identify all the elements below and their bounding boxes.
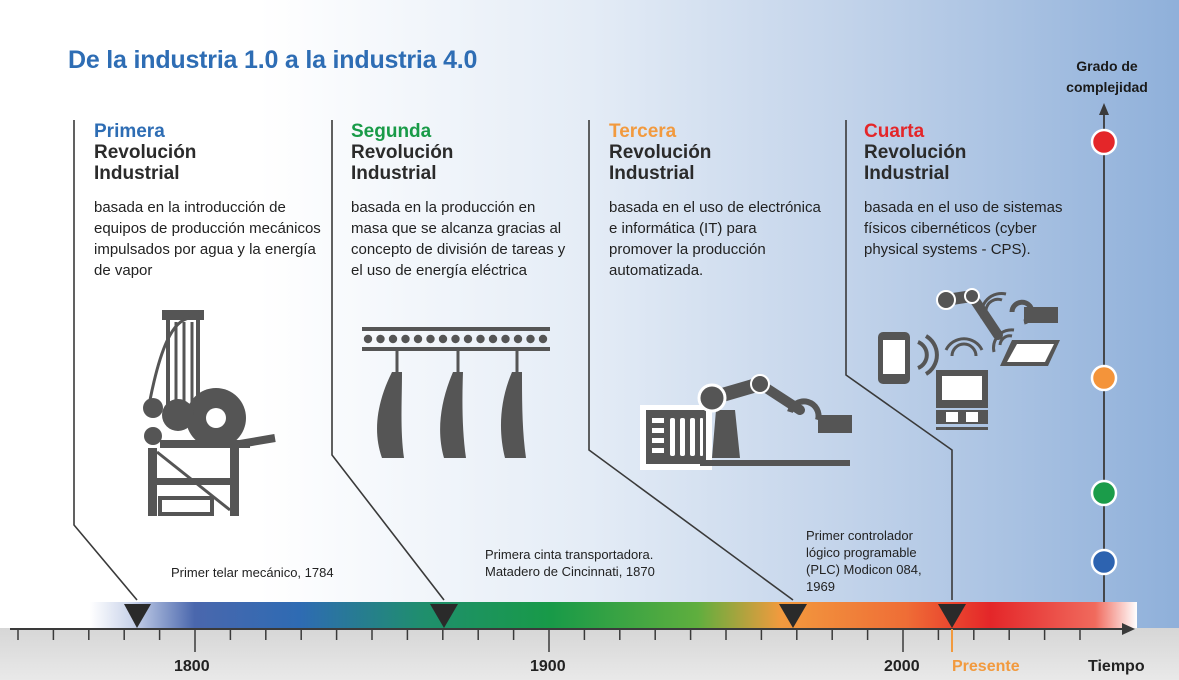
complexity-arrow-head	[1099, 103, 1109, 115]
level-dot-4	[1090, 128, 1118, 156]
divider-line-4	[845, 120, 953, 600]
revolution-3-ordinal: Tercera	[609, 121, 677, 142]
present-label: Presente	[952, 658, 1020, 675]
conveyor-roller	[438, 334, 448, 344]
divider-line-3	[588, 120, 794, 601]
tick-label-1800: 1800	[174, 658, 210, 675]
conveyor-roller	[463, 334, 473, 344]
revolution-3: Tercera Revolución Industrial basada en …	[609, 121, 845, 281]
event-marker-1969	[779, 604, 807, 628]
revolution-4-name-line1: Revolución	[864, 142, 967, 163]
conveyor-roller	[451, 334, 460, 344]
conveyor-roller	[488, 334, 498, 344]
revolution-2-name-line2: Industrial	[351, 163, 437, 184]
conveyor-roller	[513, 334, 523, 344]
page-title: De la industria 1.0 a la industria 4.0	[68, 46, 478, 74]
complexity-levels	[1090, 128, 1118, 576]
revolution-4-ordinal: Cuarta	[864, 121, 925, 142]
conveyor-roller	[388, 334, 398, 344]
conveyor-belt-icon	[362, 327, 550, 458]
revolution-1-ordinal: Primera	[94, 121, 165, 142]
divider-line-1	[73, 120, 138, 601]
revolution-3-name-line1: Revolución	[609, 142, 712, 163]
revolution-1-description: basada en la introducción de equipos de …	[94, 199, 321, 279]
time-axis-title: Tiempo	[1088, 658, 1145, 675]
revolution-dividers	[73, 120, 953, 601]
conveyor-roller	[501, 334, 510, 344]
conveyor-roller	[538, 334, 548, 344]
revolution-2-description: basada en la producción en masa que se a…	[351, 199, 566, 279]
revolution-1-name-line1: Revolución	[94, 142, 197, 163]
revolution-4-description: basada en el uso de sistemas físicos cib…	[864, 199, 1063, 258]
divider-line-2	[331, 120, 445, 601]
event-marker-present	[938, 604, 966, 628]
event-label-1870: Primera cinta transportadora. Matadero d…	[485, 547, 655, 579]
timeline-color-band	[90, 602, 1137, 628]
level-dot-3	[1090, 364, 1118, 392]
complexity-axis-title: Grado de complejidad	[1066, 58, 1148, 95]
conveyor-roller	[476, 334, 485, 344]
revolution-1: Primera Revolución Industrial basada en …	[94, 121, 330, 281]
robot-arm-icon	[640, 374, 852, 470]
event-label-1784: Primer telar mecánico, 1784	[171, 565, 334, 580]
tick-label-2000: 2000	[884, 658, 920, 675]
revolution-3-description: basada en el uso de electrónica e inform…	[609, 199, 821, 279]
event-label-1969: Primer controlador lógico programable (P…	[806, 528, 922, 594]
revolution-4-name-line2: Industrial	[864, 163, 950, 184]
revolution-2-name-line1: Revolución	[351, 142, 454, 163]
revolution-1-name-line2: Industrial	[94, 163, 180, 184]
level-dot-2	[1090, 479, 1118, 507]
conveyor-roller	[401, 334, 410, 344]
event-marker-1870	[430, 604, 458, 628]
revolution-3-name-line2: Industrial	[609, 163, 695, 184]
revolution-2: Segunda Revolución Industrial basada en …	[351, 121, 587, 281]
conveyor-roller	[363, 334, 373, 344]
conveyor-roller	[376, 334, 385, 344]
tick-label-1900: 1900	[530, 658, 566, 675]
time-arrow-head	[1122, 623, 1135, 635]
mechanical-loom-icon	[143, 310, 276, 516]
time-axis	[0, 623, 1179, 680]
level-dot-1	[1090, 548, 1118, 576]
cyber-physical-systems-icon	[878, 288, 1060, 430]
event-marker-1784	[124, 604, 151, 628]
conveyor-roller	[526, 334, 535, 344]
event-markers	[124, 604, 966, 628]
conveyor-roller	[426, 334, 435, 344]
conveyor-roller	[413, 334, 423, 344]
revolution-4: Cuarta Revolución Industrial basada en e…	[864, 121, 1100, 260]
revolution-2-ordinal: Segunda	[351, 121, 432, 142]
